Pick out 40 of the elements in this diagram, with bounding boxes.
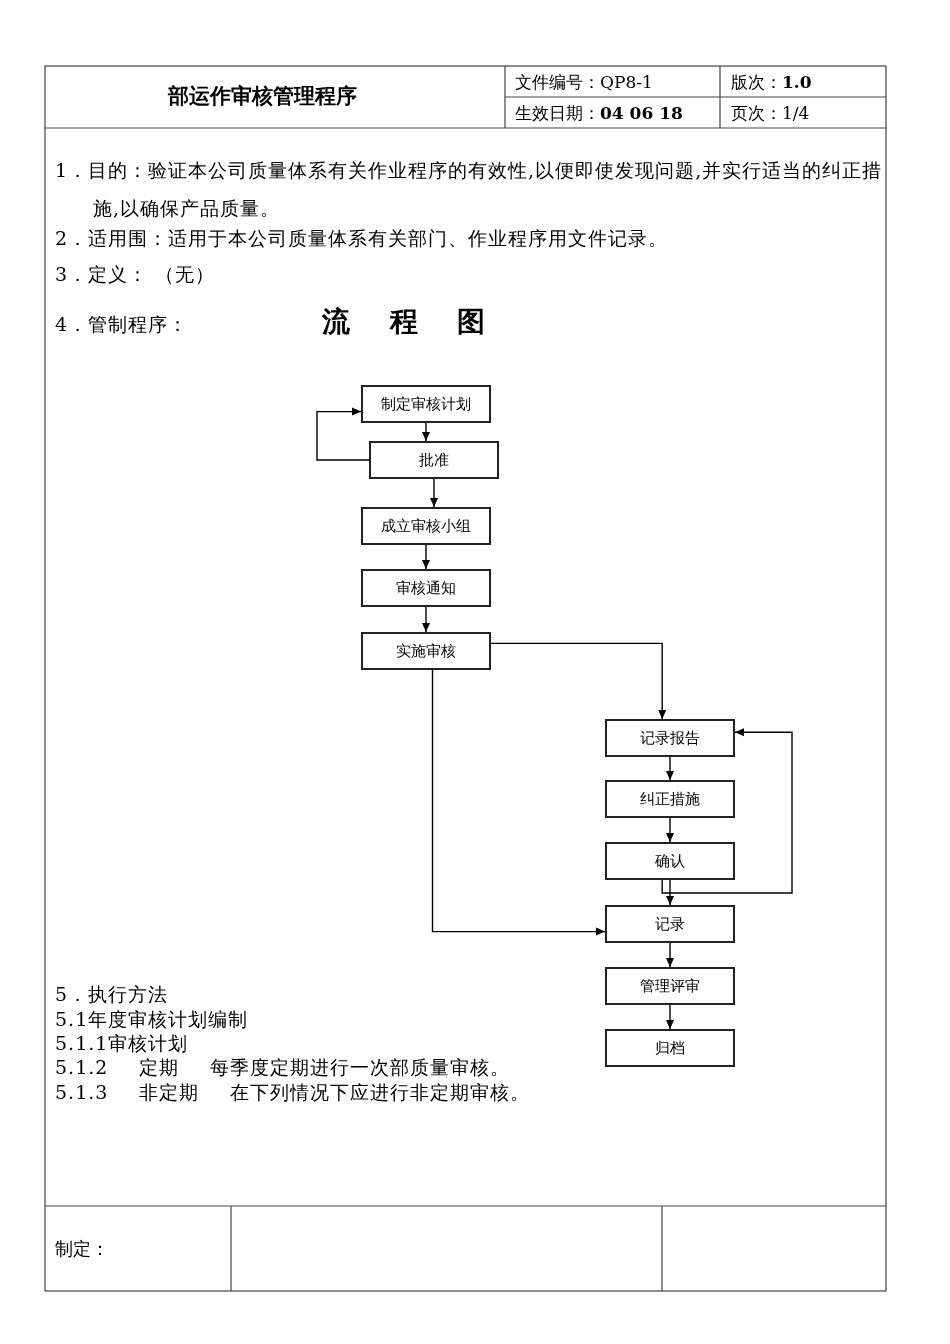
arrow (431, 669, 606, 936)
process-box: 成立审核小组 (361, 507, 491, 545)
process-box: 批准 (369, 441, 499, 479)
section-paragraph: 4．管制程序： (55, 312, 189, 337)
flowchart-heading: 流 程 图 (322, 304, 486, 340)
header-field: 生效日期：04 06 18 (515, 100, 683, 126)
header-field: 版次：1.0 (731, 69, 812, 95)
arrow (666, 817, 674, 843)
process-box: 记录报告 (605, 719, 735, 757)
section-paragraph: 5.1.2 定期 每季度定期进行一次部质量审核。 (55, 1055, 511, 1079)
section-paragraph: 3．定义： （无） (55, 262, 216, 287)
section-paragraph: 1．目的：验证本公司质量体系有关作业程序的有效性,以便即使发现问题,并实行适当的纠正措施,以确保产品质量。 (55, 158, 883, 221)
section-paragraph: 5．执行方法 (55, 982, 169, 1006)
section-paragraph: 5.1.3 非定期 在下列情况下应进行非定期审核。 (55, 1080, 531, 1104)
arrow (422, 606, 430, 633)
process-box: 制定审核计划 (361, 385, 491, 423)
section-paragraph: 5.1年度审核计划编制 (55, 1007, 249, 1031)
arrow (666, 879, 674, 906)
process-box: 审核通知 (361, 569, 491, 607)
arrow (666, 942, 674, 968)
header-field: 文件编号：QP8-1 (515, 69, 653, 95)
process-box: 归档 (605, 1029, 735, 1067)
section-paragraph: 2．适用围：适用于本公司质量体系有关部门、作业程序用文件记录。 (55, 226, 669, 251)
form-title: 部运作审核管理程序 (168, 83, 357, 109)
arrow (316, 407, 370, 461)
section-paragraph: 5.1.1审核计划 (55, 1031, 189, 1055)
process-box: 确认 (605, 842, 735, 880)
process-box: 纠正措施 (605, 780, 735, 818)
arrow (666, 756, 674, 781)
arrow (666, 1004, 674, 1030)
header-field: 页次：1/4 (731, 100, 810, 126)
arrow (422, 544, 430, 570)
process-box: 记录 (605, 905, 735, 943)
process-box: 管理评审 (605, 967, 735, 1005)
arrow (490, 642, 667, 720)
arrow (661, 728, 793, 894)
signature-label: 制定： (55, 1237, 109, 1261)
arrow (422, 422, 430, 442)
process-box: 实施审核 (361, 632, 491, 670)
arrow (430, 478, 438, 508)
